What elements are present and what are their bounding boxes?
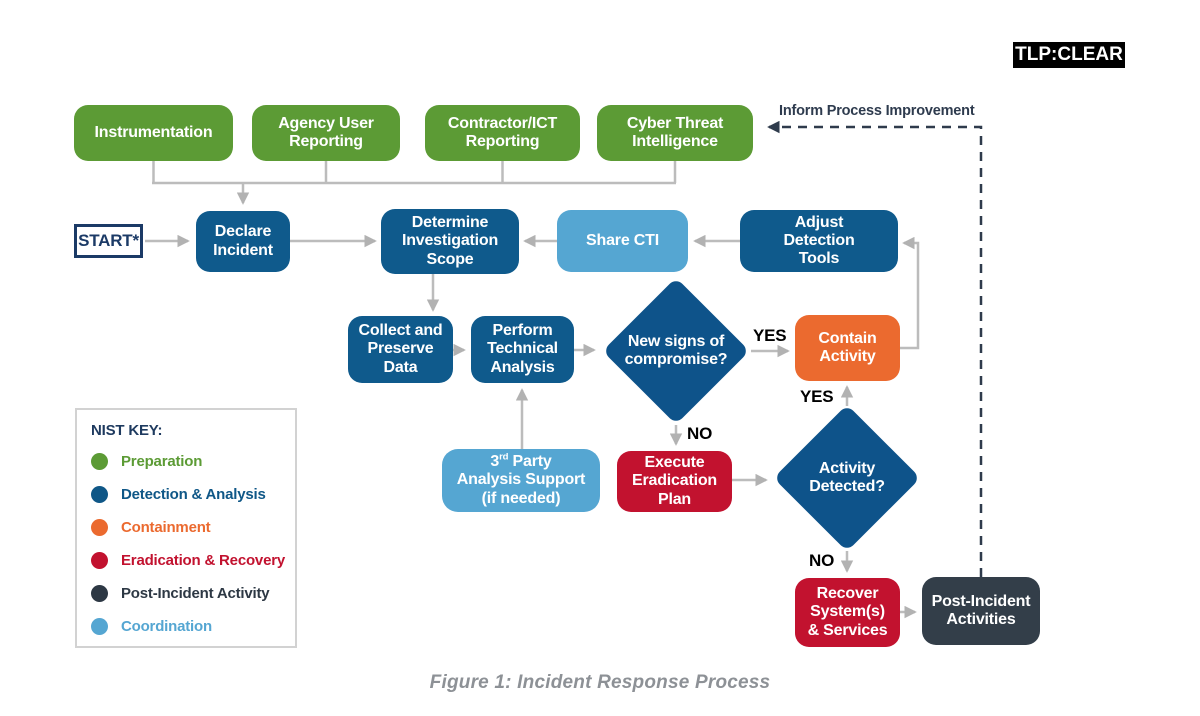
- figure-caption: Figure 1: Incident Response Process: [429, 672, 771, 693]
- node-label: Instrumentation: [94, 123, 213, 141]
- node-label: Post-Incident Activities: [931, 592, 1031, 628]
- legend-label: Preparation: [121, 453, 203, 470]
- superscript-rd: rd: [499, 451, 509, 463]
- node-share-cti: Share CTI: [557, 210, 688, 272]
- preparation-color-dot-icon: [91, 453, 108, 470]
- node-label: Cyber Threat Intelligence: [626, 114, 724, 150]
- containment-color-dot-icon: [91, 519, 108, 536]
- yes-label-detected: YES: [800, 387, 834, 406]
- node-label: Contain Activity: [818, 329, 877, 365]
- node-label: Share CTI: [586, 231, 659, 249]
- node-label: Determine Investigation Scope: [401, 214, 499, 268]
- decision-new-signs-of-compromise: New signs of compromise?: [624, 332, 728, 368]
- no-label-recover: NO: [809, 551, 835, 570]
- node-perform-technical-analysis: Perform Technical Analysis: [471, 316, 574, 383]
- legend-item-containment: Containment: [91, 519, 295, 536]
- decision-activity-detected: Activity Detected?: [809, 459, 885, 495]
- no-label-eradicate: NO: [687, 424, 713, 443]
- nist-key-legend: NIST KEY: Preparation Detection & Analys…: [75, 408, 297, 648]
- node-contractor-ict-reporting: Contractor/ICT Reporting: [425, 105, 580, 161]
- legend-title: NIST KEY:: [91, 422, 163, 439]
- eradication-color-dot-icon: [91, 552, 108, 569]
- node-declare-incident: Declare Incident: [196, 211, 290, 272]
- node-label: Execute Eradication Plan: [632, 454, 717, 508]
- node-execute-eradication-plan: Execute Eradication Plan: [617, 451, 732, 512]
- node-label: Perform Technical Analysis: [487, 322, 558, 376]
- node-label: Recover System(s) & Services: [807, 585, 888, 639]
- legend-item-eradication-recovery: Eradication & Recovery: [91, 552, 295, 569]
- node-determine-investigation-scope: Determine Investigation Scope: [381, 209, 519, 274]
- node-label: Agency User Reporting: [278, 114, 374, 150]
- legend-label: Post-Incident Activity: [121, 585, 270, 602]
- node-agency-user-reporting: Agency User Reporting: [252, 105, 400, 161]
- node-label: Contractor/ICT Reporting: [447, 114, 558, 150]
- legend-item-post-incident-activity: Post-Incident Activity: [91, 585, 295, 602]
- legend-item-detection-analysis: Detection & Analysis: [91, 486, 295, 503]
- node-adjust-detection-tools: Adjust Detection Tools: [740, 210, 898, 272]
- node-collect-preserve-data: Collect and Preserve Data: [348, 316, 453, 383]
- post-incident-color-dot-icon: [91, 585, 108, 602]
- legend-item-coordination: Coordination: [91, 618, 295, 635]
- detection-color-dot-icon: [91, 486, 108, 503]
- legend-label: Detection & Analysis: [121, 486, 266, 503]
- start-node: START*: [74, 224, 143, 258]
- legend-item-preparation: Preparation: [91, 453, 295, 470]
- yes-label-contain: YES: [753, 326, 787, 345]
- tlp-clear-badge: TLP:CLEAR: [1013, 42, 1125, 68]
- inform-process-improvement-label: Inform Process Improvement: [779, 103, 975, 119]
- legend-label: Eradication & Recovery: [121, 552, 285, 569]
- legend-label: Containment: [121, 519, 211, 536]
- node-cyber-threat-intelligence: Cyber Threat Intelligence: [597, 105, 753, 161]
- node-label: Adjust Detection Tools: [783, 213, 855, 268]
- node-label: Declare Incident: [213, 223, 273, 259]
- coordination-color-dot-icon: [91, 618, 108, 635]
- legend-label: Coordination: [121, 618, 212, 635]
- node-label: Collect and Preserve Data: [358, 322, 443, 376]
- node-recover-systems-services: Recover System(s) & Services: [795, 578, 900, 647]
- node-contain-activity: Contain Activity: [795, 315, 900, 381]
- node-post-incident-activities: Post-Incident Activities: [922, 577, 1040, 645]
- node-instrumentation: Instrumentation: [74, 105, 233, 161]
